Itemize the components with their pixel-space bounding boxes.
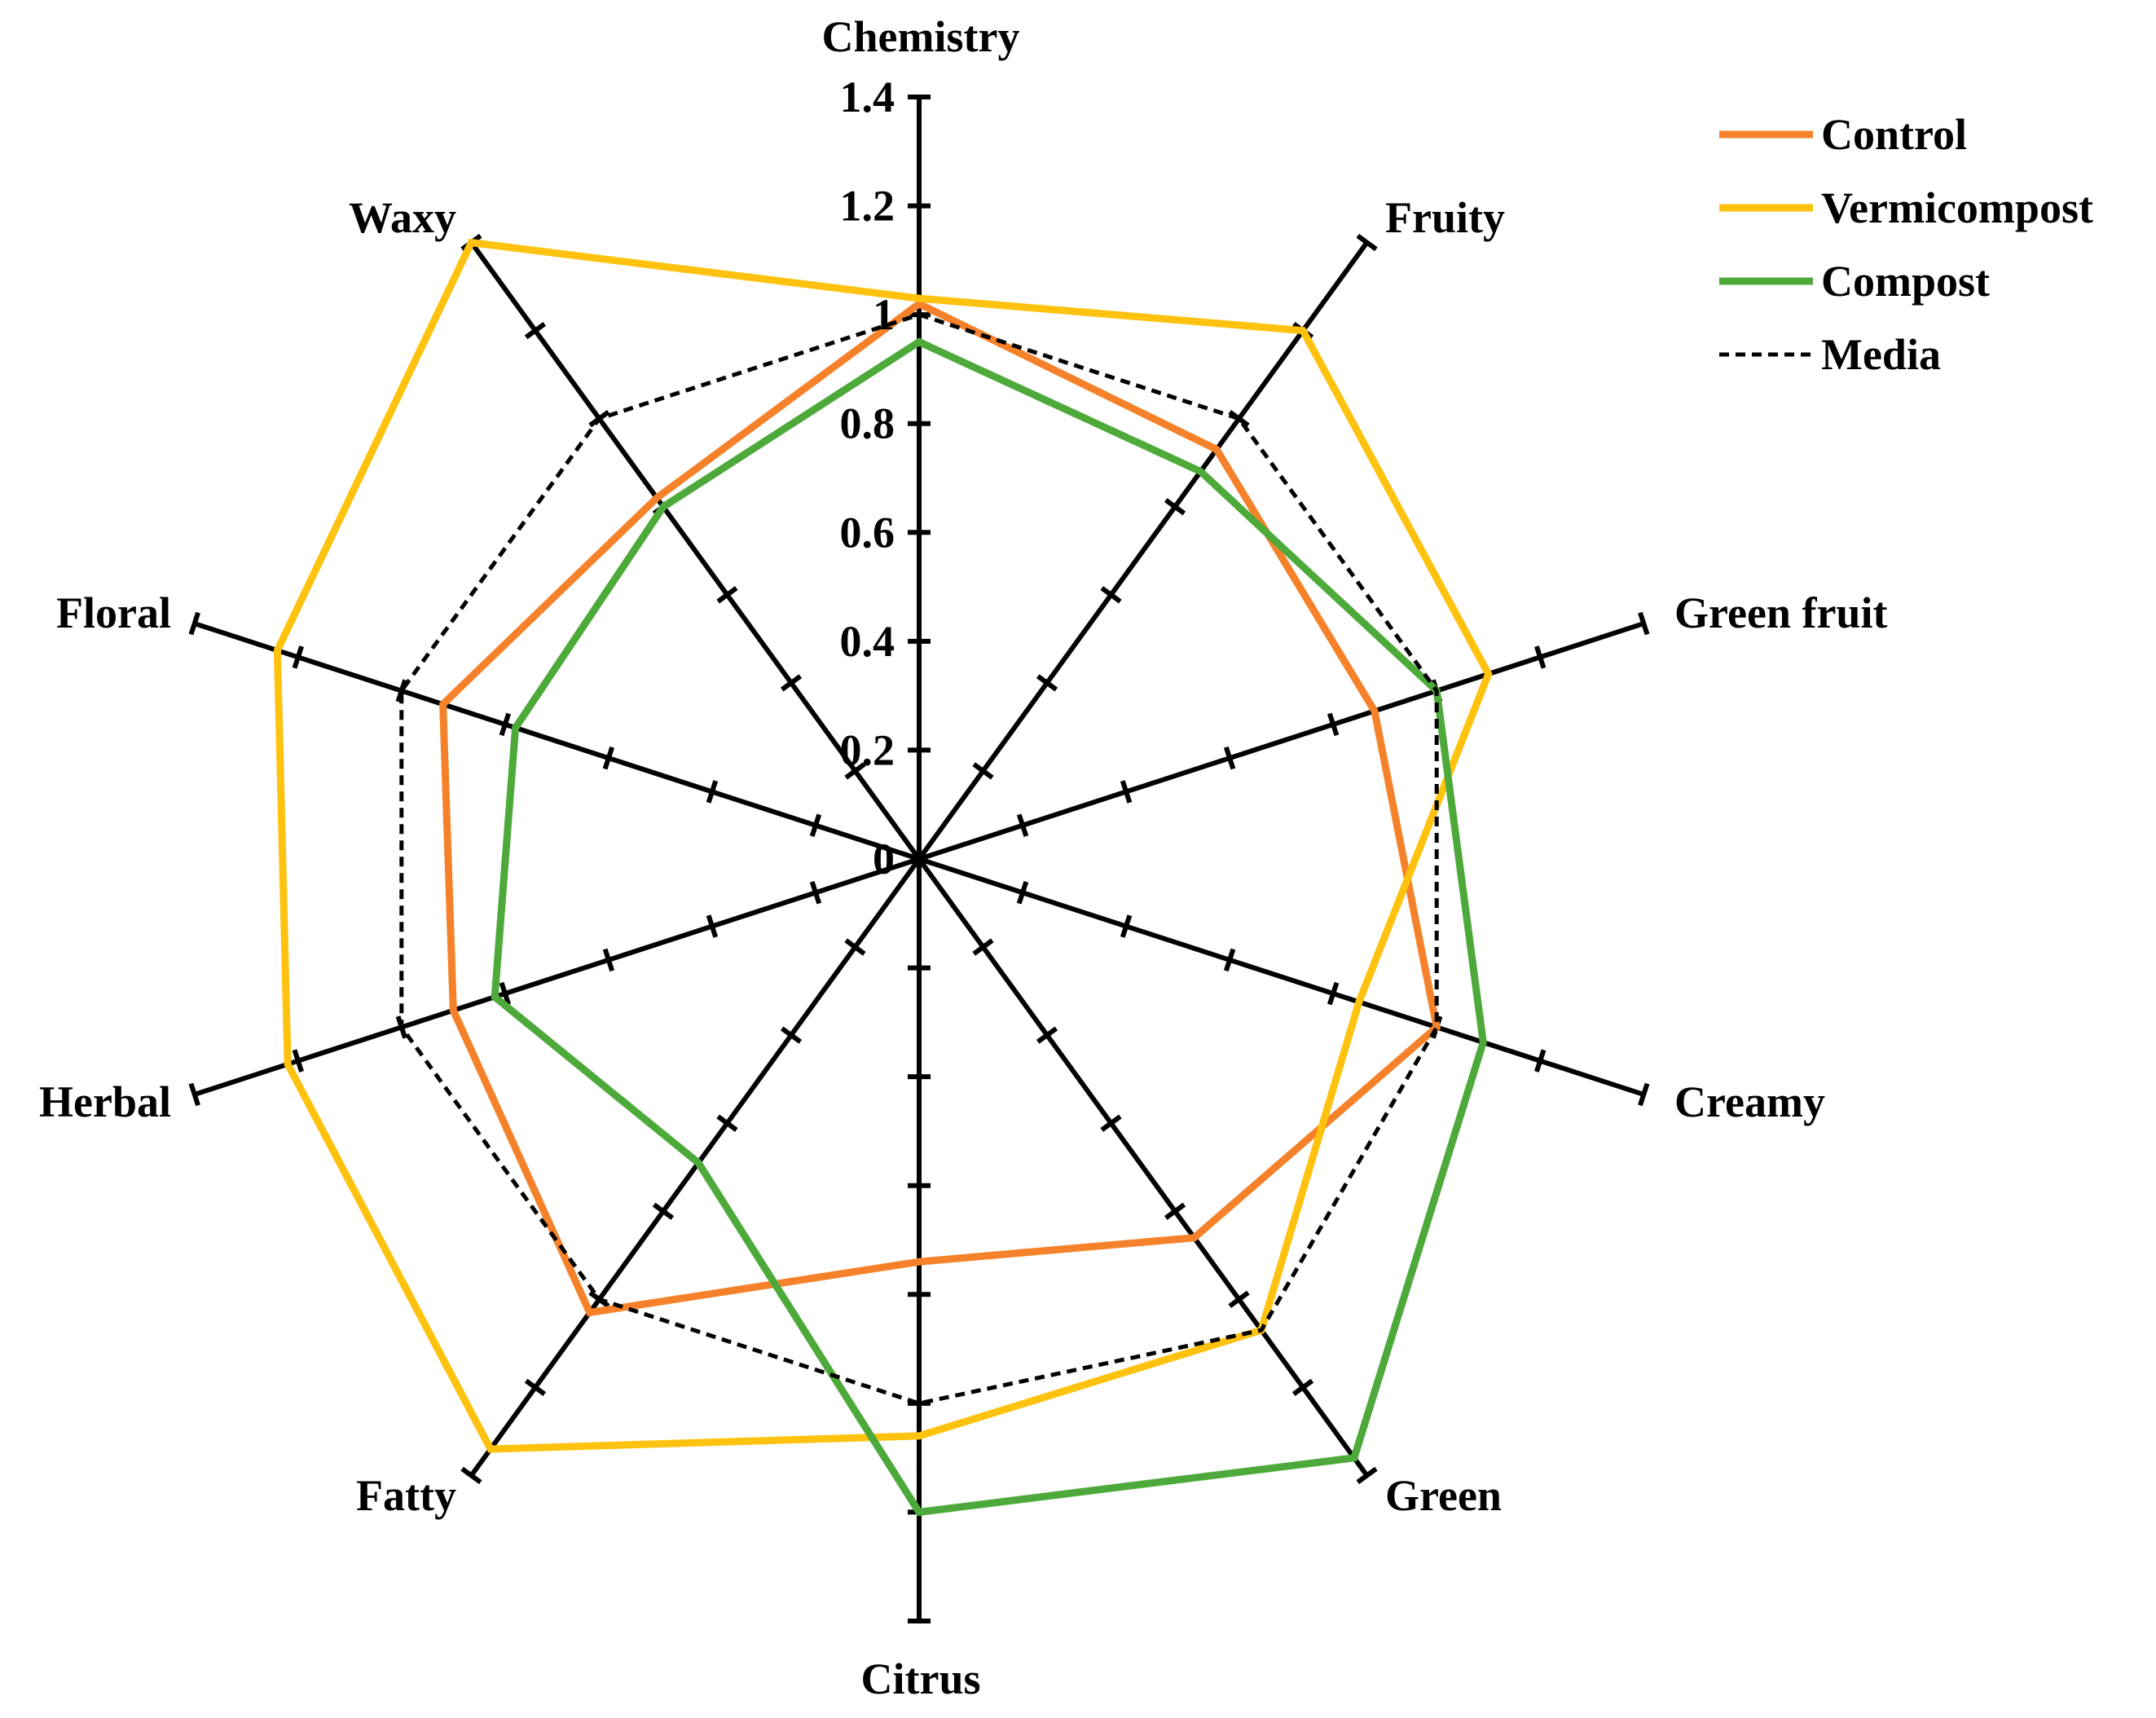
tick-mark [1226,747,1234,769]
tick-mark [1166,500,1185,513]
tick-mark [1640,613,1648,635]
tick-mark [1102,1117,1120,1130]
axis-line-green-fruit [919,623,1643,859]
tick-mark [605,747,613,769]
tick-mark [1038,1029,1057,1042]
tick-mark [1102,588,1120,601]
tick-mark [1166,1205,1185,1218]
axis-line-floral [195,623,919,859]
tick-mark [526,1381,545,1394]
tick-mark [191,613,198,635]
tick-label: 1 [873,290,895,339]
tick-label: 1.4 [840,73,895,121]
labels-layer: 0 0.2 0.4 0.6 0.8 1 1.2 1.4 ChemistryFruityGreen… [39,12,1887,1703]
tick-mark [1019,814,1027,836]
tick-mark [1123,781,1130,803]
tick-mark [605,949,613,971]
tick-mark [782,676,801,689]
tick-label: 0.8 [840,399,895,448]
category-label-citrus: Citrus [861,1654,981,1703]
tick-mark [191,1084,198,1106]
tick-mark [1226,949,1234,971]
tick-mark [1123,915,1130,937]
tick-label: 0.6 [840,508,895,557]
tick-mark [1537,1050,1544,1072]
category-label-green: Green [1385,1471,1502,1520]
category-label-creamy: Creamy [1674,1077,1825,1126]
tick-mark [294,1050,301,1072]
legend-label-control: Control [1821,110,1967,159]
tick-mark [1038,676,1057,689]
category-label-herbal: Herbal [39,1077,171,1126]
tick-mark [846,940,865,954]
tick-mark [782,1029,801,1042]
tick-label: 0.4 [840,617,895,666]
axis-line-creamy [919,859,1643,1095]
tick-mark [1357,1469,1376,1482]
legend-label-media: Media [1821,330,1941,379]
tick-mark [1019,882,1027,904]
tick-mark [1640,1084,1648,1106]
tick-mark [974,940,992,954]
axis-line-green [919,859,1367,1475]
axis-line-herbal [195,859,919,1095]
tick-mark [502,714,509,736]
tick-mark [1330,714,1337,736]
legend-label-vermicompost: Vermicompost [1821,183,2093,232]
category-label-waxy: Waxy [349,193,456,242]
category-label-green-fruit: Green fruit [1674,588,1887,637]
series-line-control [443,304,1437,1313]
tick-mark [1537,646,1544,668]
tick-label: 0 [873,835,895,883]
tick-mark [1357,236,1376,249]
tick-mark [718,1117,737,1130]
tick-mark [654,1205,673,1218]
tick-mark [709,781,716,803]
tick-label: 1.2 [840,182,895,231]
tick-mark [718,588,737,601]
category-label-floral: Floral [56,588,171,637]
tick-label: 0.2 [840,725,895,774]
tick-mark [294,646,301,668]
tick-mark [1230,1293,1248,1306]
tick-mark [974,764,992,778]
category-label-fatty: Fatty [356,1471,456,1520]
legend-label-compost: Compost [1821,257,1990,306]
tick-mark [1294,1381,1313,1394]
tick-mark [462,1469,481,1482]
axes-layer [191,97,1647,1621]
tick-mark [526,324,545,337]
category-label-fruity: Fruity [1385,193,1505,242]
tick-mark [709,915,716,937]
tick-mark [812,814,820,836]
tick-mark [812,882,820,904]
series-line-compost [495,342,1483,1513]
tick-mark [1330,983,1337,1005]
category-label-chemistry: Chemistry [822,12,1020,61]
